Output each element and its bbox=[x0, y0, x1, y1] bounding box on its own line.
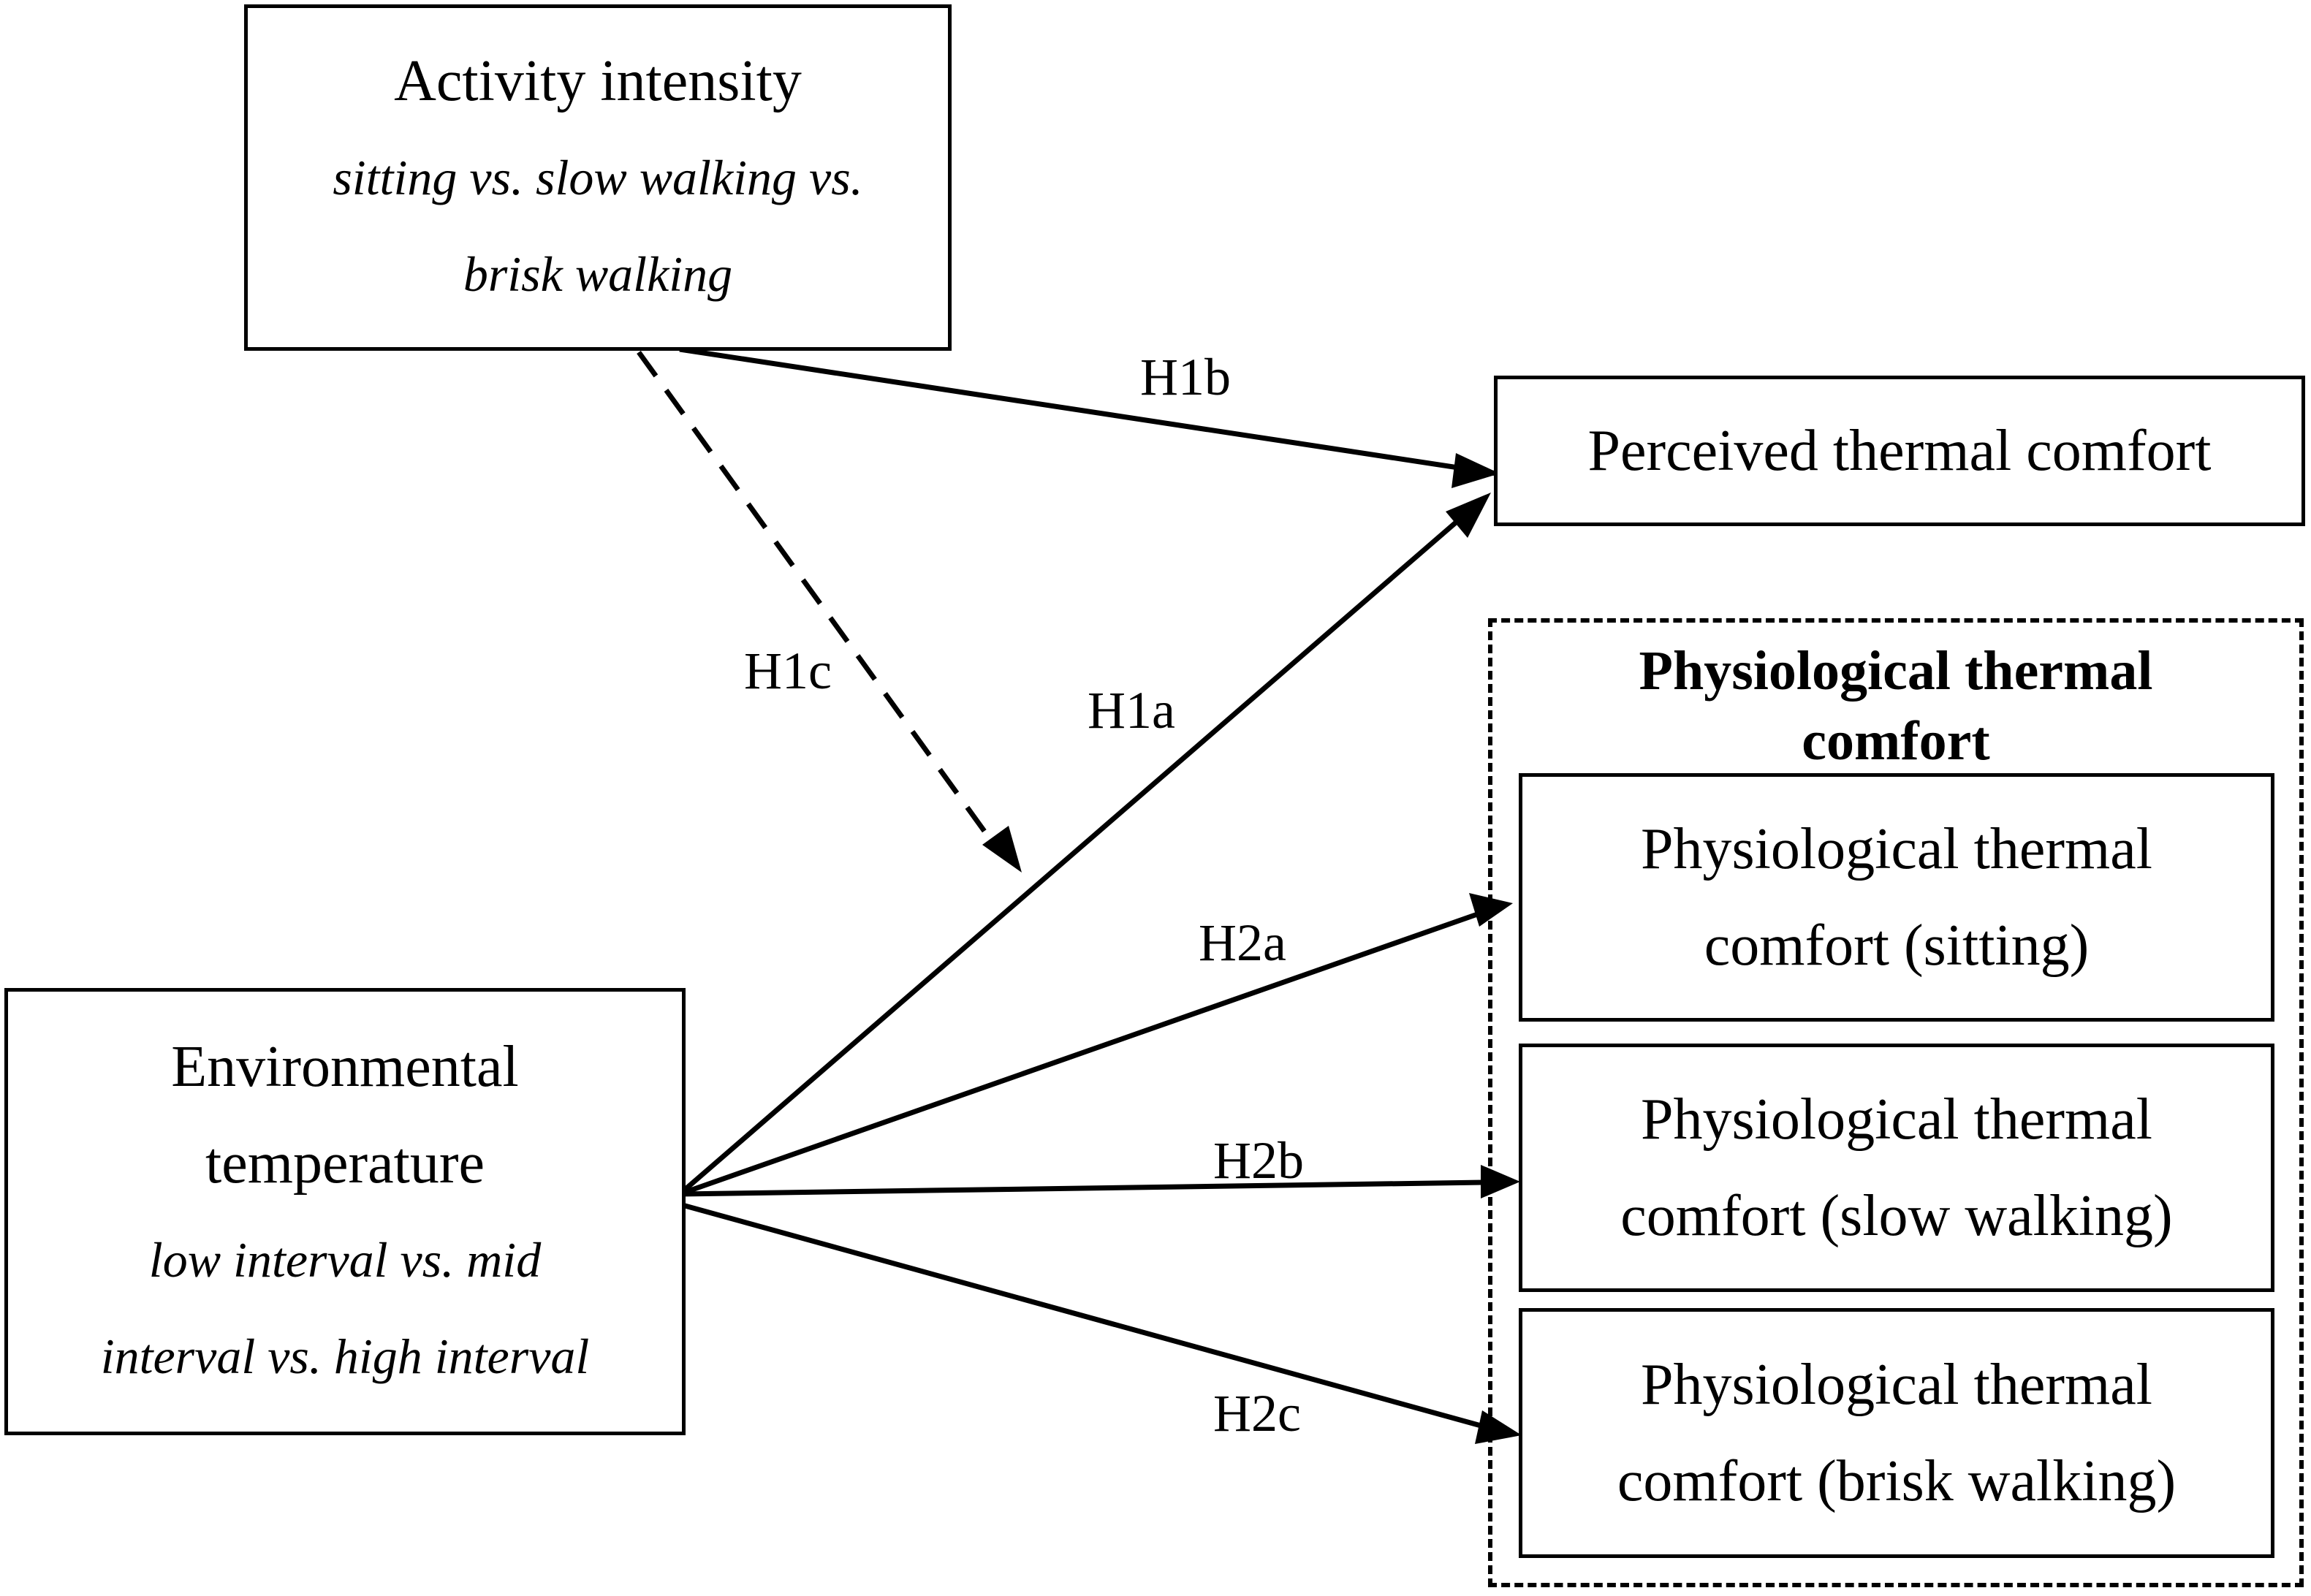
phys-comfort-slow-line1: Physiological thermal bbox=[1641, 1087, 2152, 1152]
arrow-h1a bbox=[678, 496, 1486, 1196]
phys-comfort-sitting-line2: comfort (sitting) bbox=[1704, 913, 2090, 978]
label-h2a: H2a bbox=[1199, 913, 1286, 972]
arrowhead-h1a bbox=[1446, 493, 1491, 538]
arrow-h2c bbox=[679, 1201, 1484, 1429]
arrow-h2a bbox=[678, 909, 1485, 1197]
phys-comfort-brisk-walking-box: Physiological thermal comfort (brisk wal… bbox=[1519, 1308, 2274, 1558]
label-h1c: H1c bbox=[744, 642, 832, 700]
activity-intensity-levels-1: sitting vs. slow walking vs. bbox=[333, 150, 863, 205]
group-title-1: Physiological thermal bbox=[1639, 640, 2153, 702]
phys-comfort-sitting-line1: Physiological thermal bbox=[1641, 817, 2152, 881]
group-title-2: comfort bbox=[1802, 710, 1990, 772]
label-h2b: H2b bbox=[1213, 1131, 1304, 1190]
arrow-h1b bbox=[679, 346, 1498, 476]
perceived-thermal-comfort-title: Perceived thermal comfort bbox=[1587, 419, 2212, 483]
phys-comfort-brisk-line1: Physiological thermal bbox=[1641, 1353, 2152, 1417]
arrow-h1c bbox=[637, 350, 993, 843]
environmental-temperature-levels-1: low interval vs. mid bbox=[148, 1232, 542, 1288]
label-h1b: H1b bbox=[1140, 348, 1231, 406]
phys-comfort-slow-line2: comfort (slow walking) bbox=[1620, 1184, 2173, 1248]
environmental-temperature-title-1: Environmental bbox=[171, 1035, 519, 1099]
label-h2c: H2c bbox=[1213, 1384, 1301, 1443]
physiological-thermal-comfort-group: Physiological thermal comfort bbox=[1488, 618, 2304, 1587]
activity-intensity-box: Activity intensity sitting vs. slow walk… bbox=[244, 4, 952, 351]
environmental-temperature-levels-2: interval vs. high interval bbox=[100, 1329, 590, 1384]
activity-intensity-title: Activity intensity bbox=[394, 49, 802, 113]
arrowhead-h2c bbox=[1475, 1410, 1522, 1444]
arrowhead-h1b bbox=[1452, 453, 1500, 488]
environmental-temperature-box: Environmental temperature low interval v… bbox=[4, 988, 686, 1435]
perceived-thermal-comfort-box: Perceived thermal comfort bbox=[1494, 376, 2305, 526]
phys-comfort-slow-walking-box: Physiological thermal comfort (slow walk… bbox=[1519, 1044, 2274, 1292]
phys-comfort-brisk-line2: comfort (brisk walking) bbox=[1617, 1449, 2177, 1513]
arrow-h2b bbox=[679, 1179, 1484, 1197]
phys-comfort-sitting-box: Physiological thermal comfort (sitting) bbox=[1519, 773, 2274, 1022]
label-h1a: H1a bbox=[1088, 681, 1175, 740]
environmental-temperature-title-2: temperature bbox=[205, 1131, 485, 1196]
activity-intensity-levels-2: brisk walking bbox=[463, 246, 733, 302]
arrowhead-h1c bbox=[982, 826, 1022, 873]
